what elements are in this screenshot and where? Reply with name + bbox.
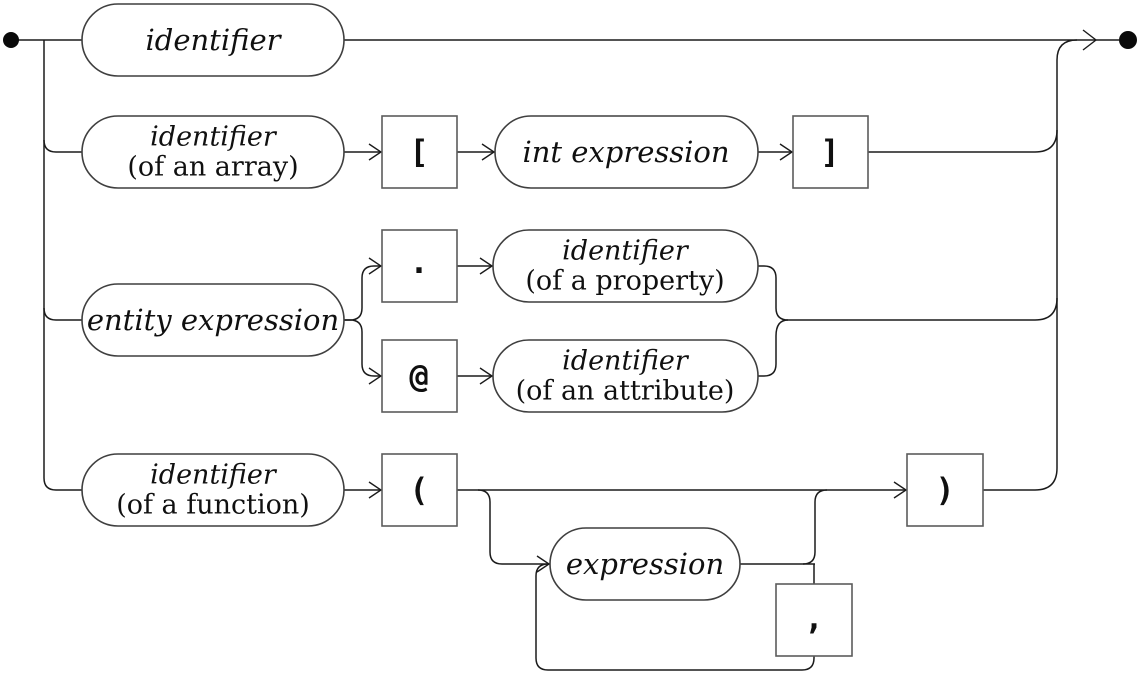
node-at-sign-label: @ (409, 357, 428, 395)
node-expression-shape (549, 527, 741, 601)
node-entity-expression: entity expression (81, 283, 345, 357)
node-rparen-shape (906, 453, 984, 527)
loop-rise (802, 489, 828, 565)
node-entity-expression-label: entity expression (87, 303, 339, 337)
node-rbracket: ] (792, 115, 869, 189)
node-identifier-attribute: identifier (of an attribute) (492, 339, 759, 413)
node-lbracket-label: [ (409, 133, 428, 171)
node-identifier-property: identifier (of a property) (492, 229, 759, 303)
node-dot: . (381, 229, 458, 303)
node-rbracket-shape (792, 115, 869, 189)
node-identifier-function-line1: identifier (150, 460, 278, 491)
node-identifier-property-shape (492, 229, 759, 303)
node-comma-shape (775, 583, 853, 657)
node-at-sign: @ (381, 339, 458, 413)
node-identifier-array-shape (81, 115, 345, 189)
row2-exit (868, 129, 1058, 153)
node-identifier-array-line1: identifier (150, 122, 278, 153)
node-identifier-function-line2: (of a function) (116, 490, 310, 521)
arrowhead-icon-lbracket (368, 143, 383, 161)
node-lbracket-shape (381, 115, 458, 189)
node-identifier-function-shape (81, 453, 345, 527)
start-terminal-dot (3, 32, 19, 48)
arrowhead-icon-rparen (893, 481, 908, 499)
connector-lines (11, 39, 1119, 671)
arrowhead-icon-main (1082, 29, 1098, 51)
arrowhead-icon-expression (536, 555, 551, 573)
node-identifier-function: identifier (of a function) (81, 453, 345, 527)
node-identifier-property-line1: identifier (562, 236, 690, 267)
node-lparen: ( (381, 453, 458, 527)
row3-exit (788, 297, 1058, 321)
row3-merge-down (758, 319, 789, 377)
end-terminal-dot (1119, 31, 1137, 49)
arrowhead-icon-at (368, 367, 383, 385)
branch-row2 (43, 139, 82, 153)
loop-entry-drop (477, 489, 550, 565)
node-comma: , (775, 583, 853, 657)
node-identifier-label: identifier (146, 23, 283, 57)
node-rbracket-label: ] (820, 133, 839, 171)
node-lparen-shape (381, 453, 458, 527)
node-dot-shape (381, 229, 458, 303)
arrowhead-icon-rbracket (779, 143, 794, 161)
node-rparen-label: ) (935, 471, 954, 509)
arrowhead-icon-identifier-property (479, 257, 494, 275)
node-lparen-label: ( (409, 471, 428, 509)
row4-exit (983, 467, 1058, 491)
row3-split-down (344, 319, 382, 377)
node-identifier-attribute-line2: (of an attribute) (516, 376, 735, 407)
arrowheads (368, 29, 1098, 573)
row3-merge-up (758, 265, 789, 321)
node-int-expression-label: int expression (522, 135, 729, 169)
node-comma-label: , (804, 599, 823, 637)
node-expression: expression (549, 527, 741, 601)
node-entity-expression-shape (81, 283, 345, 357)
node-identifier-array-line2: (of an array) (127, 152, 298, 183)
row3-split-up (344, 265, 382, 321)
node-at-sign-shape (381, 339, 458, 413)
arrowhead-icon-lparen (368, 481, 383, 499)
arrowhead-icon-dot (368, 257, 383, 275)
loop-back-line (535, 563, 815, 671)
node-rparen: ) (906, 453, 984, 527)
node-int-expression-shape (494, 115, 759, 189)
node-identifier-attribute-line1: identifier (562, 346, 690, 377)
branch-row3 (43, 307, 82, 321)
right-collector-line (1056, 39, 1078, 468)
node-identifier-attribute-shape (492, 339, 759, 413)
node-identifier-array: identifier (of an array) (81, 115, 345, 189)
arrowhead-icon-identifier-attribute (479, 367, 494, 385)
node-identifier-shape (81, 3, 345, 77)
node-dot-label: . (409, 243, 428, 281)
node-expression-label: expression (566, 547, 724, 581)
node-int-expression: int expression (494, 115, 759, 189)
node-identifier-property-line2: (of a property) (525, 266, 724, 297)
node-lbracket: [ (381, 115, 458, 189)
branch-row4 (43, 477, 82, 491)
node-identifier: identifier (81, 3, 345, 77)
arrowhead-icon-int-expression (481, 143, 496, 161)
